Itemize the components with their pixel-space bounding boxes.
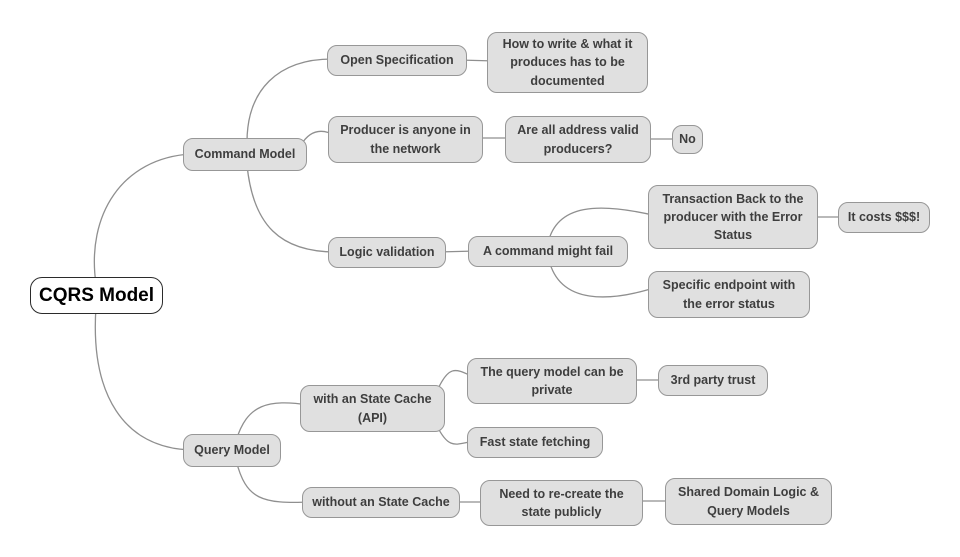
node-3rd-party-trust[interactable]: 3rd party trust: [658, 365, 768, 396]
node-no[interactable]: No: [672, 125, 703, 154]
node-fast-state-fetching[interactable]: Fast state fetching: [467, 427, 603, 458]
node-command-model[interactable]: Command Model: [183, 138, 307, 171]
node-logic-validation[interactable]: Logic validation: [328, 237, 446, 268]
node-how-to-write-documented[interactable]: How to write & what it produces has to b…: [487, 32, 648, 93]
node-specific-endpoint-error-status[interactable]: Specific endpoint with the error status: [648, 271, 810, 318]
edge-command-might-fail-specific-endpoint: [548, 259, 658, 298]
node-transaction-back-error-status[interactable]: Transaction Back to the producer with th…: [648, 185, 818, 249]
node-open-specification[interactable]: Open Specification: [327, 45, 467, 76]
node-it-costs[interactable]: It costs $$$!: [838, 202, 930, 233]
node-with-state-cache-api[interactable]: with an State Cache (API): [300, 385, 445, 432]
edge-query-with-state-cache: [235, 402, 310, 442]
edge-command-logic-validation: [246, 164, 337, 253]
node-need-recreate-state-publicly[interactable]: Need to re-create the state publicly: [480, 480, 643, 526]
node-command-might-fail[interactable]: A command might fail: [468, 236, 628, 267]
node-producer-anyone-network[interactable]: Producer is anyone in the network: [328, 116, 483, 163]
node-without-state-cache[interactable]: without an State Cache: [302, 487, 460, 518]
node-are-all-address-valid[interactable]: Are all address valid producers?: [505, 116, 651, 163]
node-cqrs-model-root[interactable]: CQRS Model: [30, 277, 163, 314]
edge-root-query-model: [94, 306, 192, 451]
edge-query-without-state-cache: [235, 459, 312, 504]
node-query-model[interactable]: Query Model: [183, 434, 281, 467]
node-query-model-can-be-private[interactable]: The query model can be private: [467, 358, 637, 404]
edge-command-open-specification: [246, 58, 336, 146]
node-shared-domain-logic-query-models[interactable]: Shared Domain Logic & Query Models: [665, 478, 832, 525]
edge-command-might-fail-transaction-back: [547, 207, 658, 244]
edge-root-command-model: [93, 153, 192, 285]
